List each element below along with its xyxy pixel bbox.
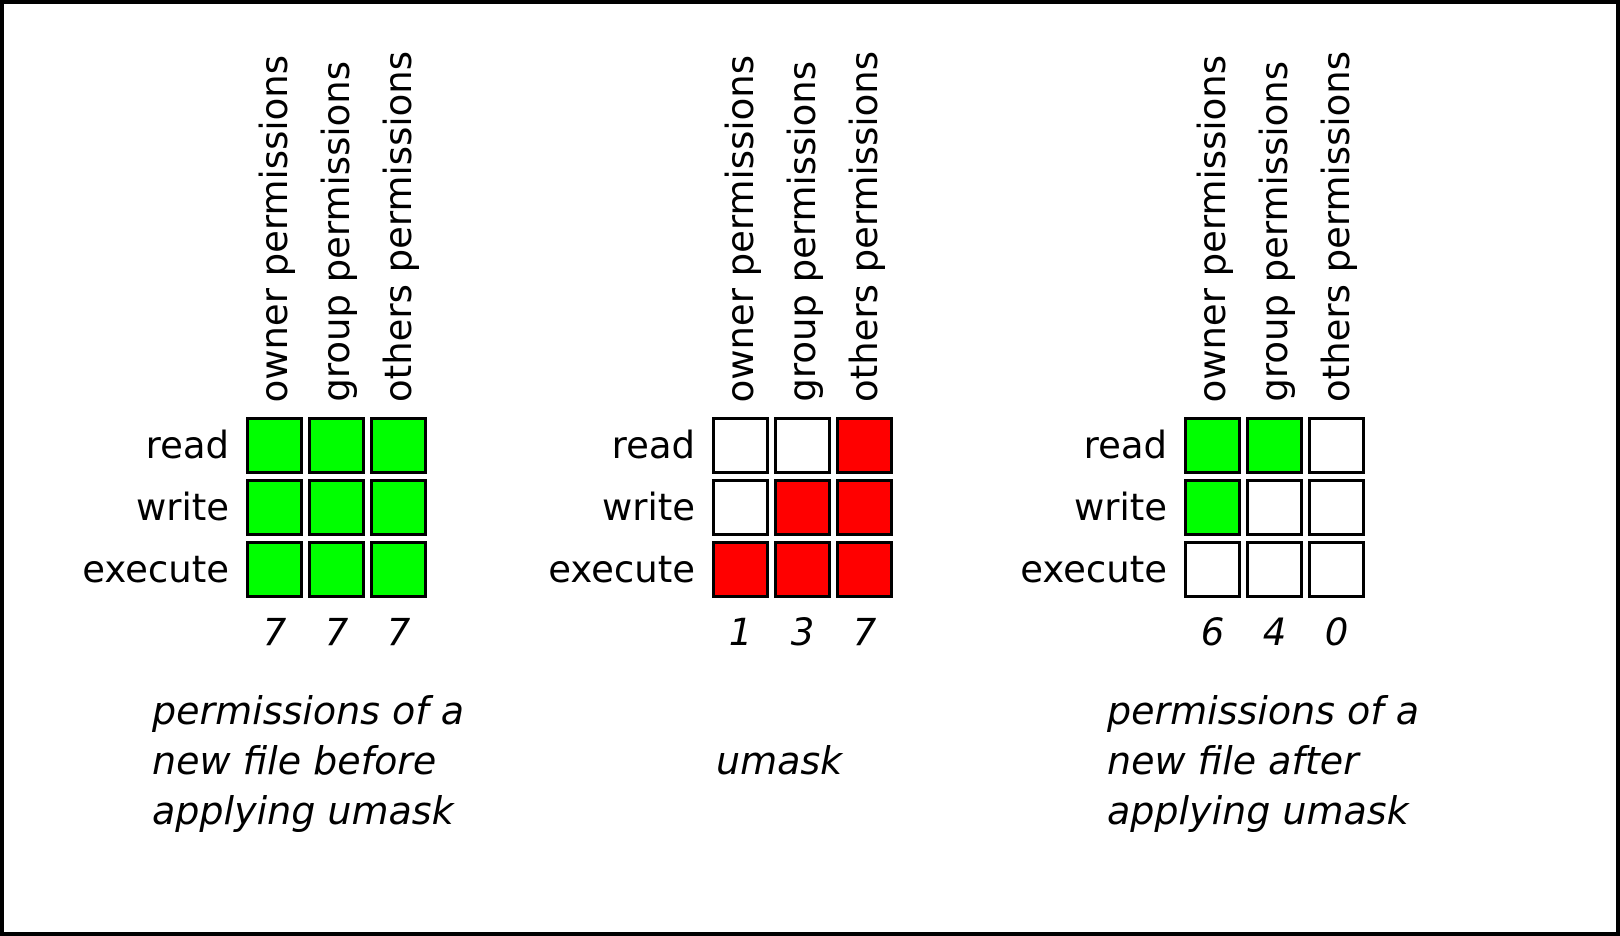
spacer: [532, 32, 707, 412]
octal-digit: 4: [1262, 611, 1287, 654]
permission-cell: [1184, 541, 1241, 598]
octal-digit: 1: [728, 611, 753, 654]
permission-grid-before: owner permissions group permissions othe…: [66, 32, 427, 654]
octal-digit: 7: [262, 611, 287, 654]
permission-cell: [836, 479, 893, 536]
permission-cell: [774, 541, 831, 598]
spacer: [1004, 32, 1179, 412]
row-label-read: read: [1083, 424, 1167, 467]
spacer: [66, 32, 241, 412]
row-label-write: write: [1073, 486, 1167, 529]
permission-cell: [1184, 417, 1241, 474]
spacer: [66, 603, 241, 653]
permission-cell: [712, 417, 769, 474]
column-header-label: others permissions: [1315, 51, 1358, 402]
column-header-label: owner permissions: [1191, 54, 1234, 402]
octal-digit: 3: [790, 611, 815, 654]
column-header-group: group permissions: [308, 32, 365, 412]
permission-cell: [1184, 479, 1241, 536]
permission-cell: [1308, 541, 1365, 598]
column-header-owner: owner permissions: [1184, 32, 1241, 412]
spacer: [532, 603, 707, 653]
permission-cell: [836, 417, 893, 474]
column-header-group: group permissions: [1246, 32, 1303, 412]
permission-cell: [308, 541, 365, 598]
row-label-execute: execute: [82, 548, 229, 591]
permission-cell: [1246, 479, 1303, 536]
permission-cell: [308, 417, 365, 474]
permission-cell: [246, 417, 303, 474]
permission-cell: [370, 479, 427, 536]
row-label-write: write: [601, 486, 695, 529]
permission-cell: [1246, 417, 1303, 474]
column-header-label: group permissions: [1253, 61, 1296, 402]
octal-digit: 0: [1324, 611, 1349, 654]
permission-cell: [712, 541, 769, 598]
permission-cell: [246, 479, 303, 536]
column-header-owner: owner permissions: [246, 32, 303, 412]
octal-digit: 6: [1200, 611, 1225, 654]
row-label-read: read: [611, 424, 695, 467]
spacer: [1004, 603, 1179, 653]
column-header-others: others permissions: [1308, 32, 1365, 412]
permission-cell: [1308, 417, 1365, 474]
column-header-owner: owner permissions: [712, 32, 769, 412]
permission-cell: [836, 541, 893, 598]
caption-after-umask: permissions of a new file after applying…: [1107, 689, 1420, 833]
umask-grid: owner permissions group permissions othe…: [532, 32, 893, 654]
row-label-execute: execute: [1020, 548, 1167, 591]
permission-cell: [1246, 541, 1303, 598]
column-header-label: others permissions: [843, 51, 886, 402]
column-header-label: others permissions: [377, 51, 420, 402]
caption-umask: umask: [716, 739, 843, 783]
caption-before-umask: permissions of a new file before applyin…: [152, 689, 465, 833]
permission-cell: [308, 479, 365, 536]
octal-digit: 7: [324, 611, 349, 654]
permission-grid-after: owner permissions group permissions othe…: [1004, 32, 1365, 654]
column-header-label: owner permissions: [253, 54, 296, 402]
column-header-others: others permissions: [370, 32, 427, 412]
column-header-others: others permissions: [836, 32, 893, 412]
permission-cell: [774, 479, 831, 536]
column-header-label: group permissions: [781, 61, 824, 402]
permission-cell: [774, 417, 831, 474]
column-header-label: group permissions: [315, 61, 358, 402]
column-header-label: owner permissions: [719, 54, 762, 402]
row-label-write: write: [135, 486, 229, 529]
column-header-group: group permissions: [774, 32, 831, 412]
permission-cell: [370, 541, 427, 598]
permission-cell: [246, 541, 303, 598]
row-label-read: read: [145, 424, 229, 467]
row-label-execute: execute: [548, 548, 695, 591]
permission-cell: [1308, 479, 1365, 536]
permission-cell: [370, 417, 427, 474]
permission-cell: [712, 479, 769, 536]
octal-digit: 7: [852, 611, 877, 654]
octal-digit: 7: [386, 611, 411, 654]
